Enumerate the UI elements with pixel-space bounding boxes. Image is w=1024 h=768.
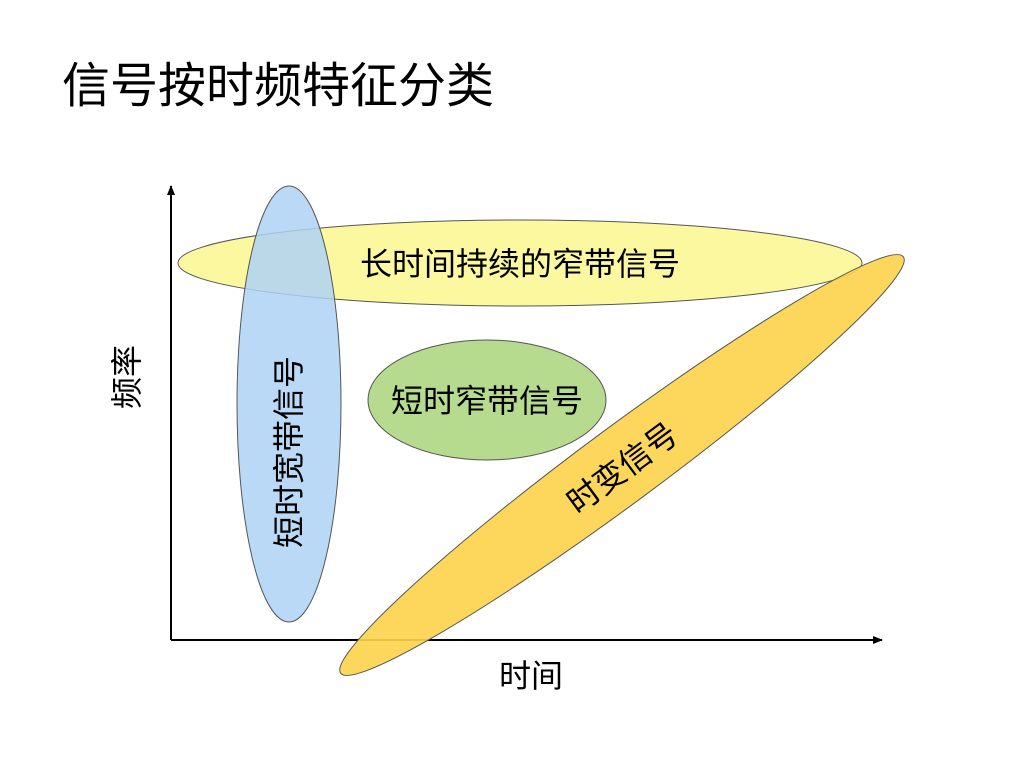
slide-title: 信号按时频特征分类 [62,58,495,114]
region-long-narrowband [177,219,863,307]
x-axis-label: 时间 [499,657,563,695]
region-short-narrowband-label: 短时窄带信号 [391,382,583,420]
region-time-varying [339,254,905,676]
region-long-narrowband-label: 长时间持续的窄带信号 [360,245,680,283]
region-short-wideband [236,185,342,623]
y-axis-label: 频率 [108,345,146,409]
region-short-wideband-label: 短时宽带信号 [270,356,308,548]
region-short-narrowband [367,339,607,461]
